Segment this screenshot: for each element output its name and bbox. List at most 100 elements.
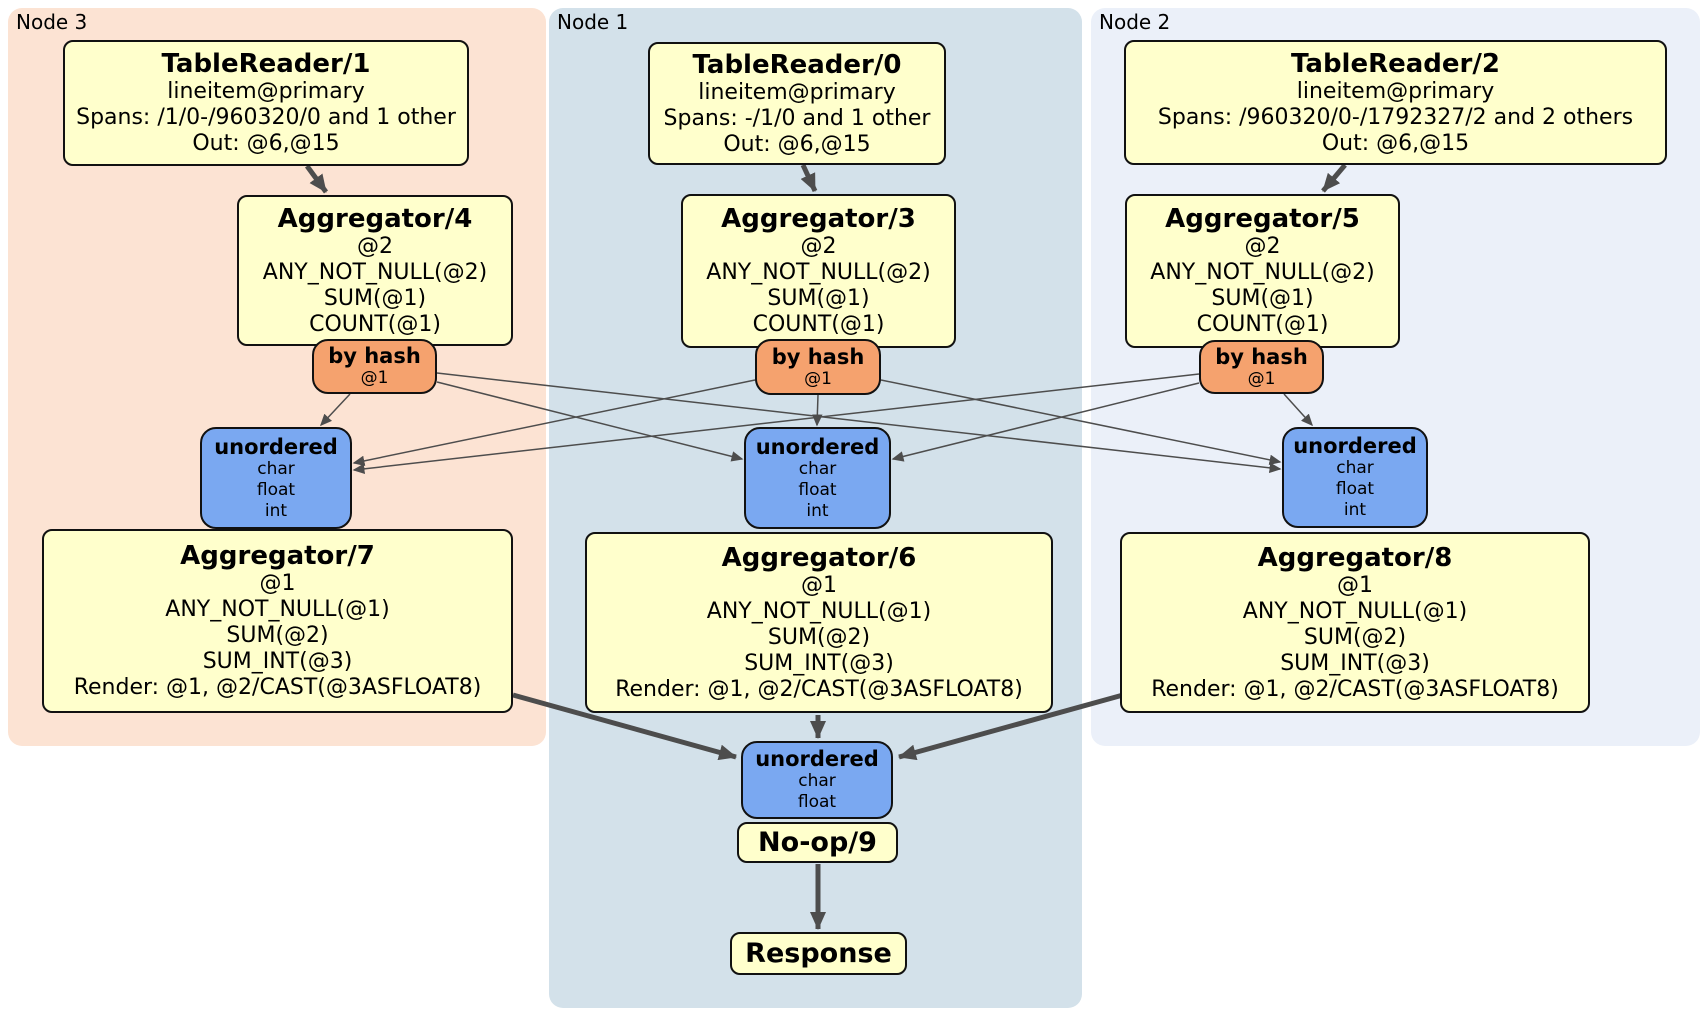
processor-line: Spans: /1/0-/960320/0 and 1 other <box>76 105 456 130</box>
processor-aggregator-3: Aggregator/3 @2 ANY_NOT_NULL(@2) SUM(@1)… <box>681 194 956 348</box>
sync-item: char <box>798 771 836 791</box>
sync-item: char <box>798 458 837 479</box>
processor-aggregator-6: Aggregator/6 @1 ANY_NOT_NULL(@1) SUM(@2)… <box>585 532 1053 713</box>
processor-line: @1 <box>1337 572 1373 598</box>
sync-item: int <box>806 500 829 521</box>
processor-line: Render: @1, @2/CAST(@3ASFLOAT8) <box>1151 676 1559 702</box>
processor-line: Out: @6,@15 <box>1321 130 1470 156</box>
sync-item: float <box>1335 479 1375 499</box>
processor-title: TableReader/2 <box>1291 48 1500 79</box>
edge-routerC-syncC <box>812 394 823 427</box>
processor-line: Spans: /960320/0-/1792327/2 and 2 others <box>1157 104 1634 130</box>
processor-line: COUNT(@1) <box>309 311 441 337</box>
router-detail: @1 <box>804 368 832 389</box>
processor-line: lineitem@primary <box>698 79 896 105</box>
arrow-agg8-finalsync <box>898 692 1124 761</box>
processor-line: SUM(@1) <box>1211 286 1314 311</box>
processor-line: @2 <box>357 233 393 259</box>
processor-line: ANY_NOT_NULL(@1) <box>1242 598 1468 624</box>
processor-line: @2 <box>1244 234 1281 259</box>
processor-line: @1 <box>259 571 296 596</box>
processor-title: Aggregator/6 <box>721 542 917 573</box>
edge-routerL-syncC <box>436 381 744 462</box>
edge-routerC-syncL <box>352 379 756 467</box>
processor-line: SUM(@2) <box>1303 624 1407 650</box>
processor-line: SUM(@1) <box>767 286 870 311</box>
processor-title: Aggregator/4 <box>277 203 473 234</box>
sync-title: unordered <box>1293 434 1417 458</box>
sync-unordered-node3: unordered char float int <box>200 427 352 529</box>
node2-label: Node 2 <box>1099 10 1171 34</box>
sync-item: char <box>1336 458 1374 478</box>
edge-routerL-syncL <box>319 393 351 427</box>
processor-title: Aggregator/5 <box>1165 204 1360 234</box>
arrow-agg7-finalsync <box>512 692 737 761</box>
processor-aggregator-5: Aggregator/5 @2 ANY_NOT_NULL(@2) SUM(@1)… <box>1125 194 1400 348</box>
processor-line: ANY_NOT_NULL(@2) <box>1150 260 1375 285</box>
processor-line: Render: @1, @2/CAST(@3ASFLOAT8) <box>73 675 482 700</box>
router-detail: @1 <box>360 368 389 388</box>
processor-title: TableReader/0 <box>692 49 902 80</box>
sync-item: int <box>1343 500 1367 520</box>
processor-title: No-op/9 <box>758 826 877 858</box>
response-node: Response <box>730 932 907 975</box>
sync-title: unordered <box>755 747 879 771</box>
edge-routerR-syncL <box>352 373 1200 475</box>
node3-label: Node 3 <box>16 10 88 34</box>
processor-tablereader-2: TableReader/2 lineitem@primary Spans: /9… <box>1124 40 1667 165</box>
processor-title: Aggregator/8 <box>1257 542 1453 573</box>
processor-line: Spans: -/1/0 and 1 other <box>663 105 931 131</box>
sync-unordered-node1: unordered char float int <box>744 427 891 529</box>
edge-routerL-syncR <box>436 372 1282 474</box>
processor-line: lineitem@primary <box>1296 78 1495 104</box>
processor-line: ANY_NOT_NULL(@2) <box>262 259 488 285</box>
sync-title: unordered <box>214 434 338 459</box>
arrow-tr1-agg4 <box>304 164 329 194</box>
router-title: by hash <box>771 344 865 369</box>
node1-label: Node 1 <box>557 10 629 34</box>
router-title: by hash <box>328 344 421 368</box>
processor-aggregator-4: Aggregator/4 @2 ANY_NOT_NULL(@2) SUM(@1)… <box>237 195 513 346</box>
processor-line: COUNT(@1) <box>752 312 885 337</box>
processor-line: ANY_NOT_NULL(@1) <box>165 597 390 622</box>
sync-item: float <box>798 479 837 500</box>
processor-line: lineitem@primary <box>167 79 365 104</box>
processor-line: SUM(@2) <box>767 624 871 650</box>
processor-line: Render: @1, @2/CAST(@3ASFLOAT8) <box>615 676 1023 702</box>
processor-line: @1 <box>801 572 837 598</box>
processor-noop-9: No-op/9 <box>737 822 898 863</box>
processor-title: Response <box>745 937 892 969</box>
sync-item: float <box>256 479 296 500</box>
edge-routerC-syncR <box>880 379 1282 466</box>
processor-tablereader-0: TableReader/0 lineitem@primary Spans: -/… <box>648 42 946 165</box>
processor-line: ANY_NOT_NULL(@1) <box>706 598 932 624</box>
processor-line: Out: @6,@15 <box>723 131 871 157</box>
sync-unordered-final: unordered char float <box>741 741 893 819</box>
processor-line: ANY_NOT_NULL(@2) <box>706 260 931 285</box>
processor-line: @2 <box>800 234 837 259</box>
router-by-hash-node2: by hash @1 <box>1199 340 1324 394</box>
sync-title: unordered <box>755 434 880 459</box>
processor-tablereader-1: TableReader/1 lineitem@primary Spans: /1… <box>63 40 469 166</box>
processor-aggregator-8: Aggregator/8 @1 ANY_NOT_NULL(@1) SUM(@2)… <box>1120 532 1590 713</box>
processor-title: Aggregator/3 <box>721 204 916 234</box>
processor-aggregator-7: Aggregator/7 @1 ANY_NOT_NULL(@1) SUM(@2)… <box>42 529 513 713</box>
processor-title: TableReader/1 <box>161 49 371 79</box>
processor-line: COUNT(@1) <box>1196 312 1329 337</box>
router-title: by hash <box>1215 344 1308 369</box>
processor-line: SUM_INT(@3) <box>1280 650 1430 676</box>
sync-unordered-node2: unordered char float int <box>1282 427 1428 528</box>
processor-title: Aggregator/7 <box>180 541 375 571</box>
edge-routerR-syncC <box>891 382 1200 462</box>
router-by-hash-node1: by hash @1 <box>755 339 881 395</box>
processor-line: SUM(@2) <box>226 623 329 648</box>
processor-line: SUM_INT(@3) <box>744 650 894 676</box>
processor-line: SUM_INT(@3) <box>202 649 353 674</box>
sync-item: float <box>797 792 837 812</box>
sync-item: char <box>257 458 295 479</box>
router-by-hash-node3: by hash @1 <box>312 339 437 394</box>
edge-routerR-syncR <box>1283 393 1314 427</box>
processor-line: Out: @6,@15 <box>192 131 340 156</box>
